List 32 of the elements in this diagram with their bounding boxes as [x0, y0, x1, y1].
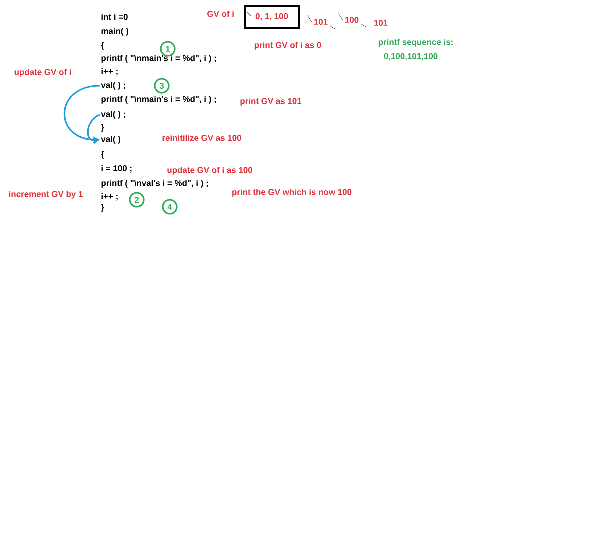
code-line: } — [101, 124, 104, 132]
code-line: printf ( "\nmain's i = %d", i ) ; — [102, 55, 216, 63]
code-line: { — [101, 151, 104, 159]
code-line: printf ( "\nmain's i = %d", i ) ; — [102, 96, 216, 104]
step-number: 2 — [129, 192, 145, 208]
code-line: i++ ; — [102, 193, 118, 201]
step-number: 4 — [162, 199, 178, 215]
step-number: 3 — [154, 78, 170, 94]
value-caption: GV of i — [208, 10, 234, 18]
annotation: increment GV by 1 — [9, 191, 83, 199]
annotation: update GV of i as 100 — [168, 167, 252, 175]
code-line: i++ ; — [102, 68, 118, 76]
code-line: } — [101, 204, 104, 212]
code-line: val( ) — [101, 136, 121, 144]
annotation: reinitilize GV as 100 — [162, 134, 242, 142]
code-line: val( ) ; — [101, 82, 126, 90]
note-text: 0,100,101,100 — [384, 53, 438, 61]
crossed-value: 100 — [338, 14, 366, 28]
code-line: main( ) — [102, 28, 129, 36]
crossed-value: 101 — [308, 16, 336, 30]
code-line: int i =0 — [102, 14, 128, 20]
code-line: i = 100 ; — [102, 165, 132, 173]
code-line: val( ) ; — [101, 111, 126, 119]
code-line: printf ( "\nval's i = %d", i ) ; — [102, 180, 208, 188]
annotation: print GV of i as 0 — [254, 42, 322, 50]
code-line: { — [101, 42, 104, 50]
note-text: printf sequence is: — [378, 39, 453, 47]
value-text: 101 — [374, 20, 388, 26]
annotation: print GV as 101 — [240, 98, 302, 106]
annotation: print the GV which is now 100 — [232, 189, 352, 197]
value-box: 0, 1, 100 — [244, 5, 300, 29]
annotation: update GV of i — [14, 69, 72, 77]
